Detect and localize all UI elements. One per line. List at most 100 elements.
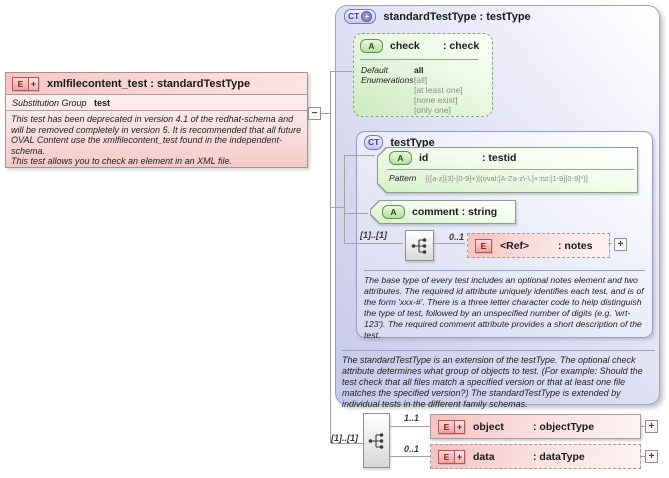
cardinality-label: [1]..[1] <box>360 230 387 240</box>
enumeration-value: [only one] <box>414 105 451 115</box>
complex-type-box-standardTestType[interactable]: CT+ standardTestType : testType A check … <box>335 5 660 409</box>
sequence-compositor[interactable] <box>405 230 434 261</box>
connector-line <box>641 456 645 457</box>
annotation-paragraph: This test allows you to check an element… <box>11 156 232 166</box>
attribute-icon: A <box>389 151 412 165</box>
divider <box>364 270 645 271</box>
connector-line <box>432 243 465 244</box>
element-name: object <box>473 420 504 433</box>
spacer <box>361 95 414 105</box>
ct-icon-letters: CT <box>368 137 380 147</box>
check-facets: Default all Enumerations [all] [at least… <box>361 65 463 115</box>
complex-type-box-testType[interactable]: CT testType A id : testid Pattern [([a- <box>356 131 653 340</box>
cardinality-label: 0..1 <box>449 232 465 242</box>
sequence-icon <box>411 237 426 254</box>
divider <box>387 169 634 170</box>
connector-line <box>331 71 352 72</box>
element-icon-plus: + <box>455 449 465 464</box>
ct-icon-plus: + <box>361 11 373 22</box>
attribute-title-row: A comment : string <box>370 200 516 219</box>
attribute-title-row: A check : check <box>354 34 492 53</box>
attribute-box-id[interactable]: A id : testid Pattern [([a-z]{3}-[0-9]+)… <box>377 147 638 193</box>
connector-line <box>345 155 375 156</box>
collapse-toggle[interactable]: − <box>308 107 321 120</box>
element-box-object[interactable]: E+ object : objectType <box>430 414 641 439</box>
attribute-box-comment[interactable]: A comment : string <box>370 200 516 224</box>
expand-toggle-object[interactable]: + <box>645 420 658 433</box>
pattern-facet: Pattern [([a-z]{3}-[0-9]+)|(oval:[A-Za-z… <box>389 173 588 183</box>
attribute-icon: A <box>360 39 383 53</box>
substitution-group-value: test <box>94 97 111 108</box>
connector-line <box>390 426 430 427</box>
default-label: Default <box>361 65 388 75</box>
element-icon-plus: + <box>29 76 39 91</box>
element-icon: E+ <box>438 419 465 434</box>
element-icon: E+ <box>12 76 39 91</box>
element-name: data <box>473 450 495 463</box>
element-icon-letter: E <box>438 449 455 464</box>
divider <box>360 59 478 60</box>
ct-icon-letters: CT <box>348 11 360 21</box>
complex-type-title: standardTestType : testType <box>383 10 531 23</box>
testtype-documentation: The base type of every test includes an … <box>364 275 644 340</box>
attribute-type: : testid <box>482 152 517 164</box>
element-name: <Ref> <box>500 239 530 252</box>
attribute-box-fill <box>371 201 515 223</box>
default-value: all <box>414 65 424 75</box>
connector-line <box>331 443 363 444</box>
divider <box>342 350 655 351</box>
attribute-name: comment : string <box>412 206 498 218</box>
connector-line <box>321 113 330 114</box>
element-box-notes[interactable]: E <Ref> : notes <box>467 233 610 258</box>
attribute-box-fill <box>378 148 637 192</box>
complex-type-header: CT+ standardTestType : testType <box>344 9 531 24</box>
element-box-xmlfilecontent-test[interactable]: E+ xmlfilecontent_test : standardTestTyp… <box>5 72 308 168</box>
sequence-compositor[interactable] <box>363 413 390 468</box>
attribute-name: id <box>419 152 429 164</box>
pattern-label: Pattern <box>389 173 417 183</box>
cardinality-label: [1]..[1] <box>331 433 358 443</box>
substitution-group-label: Substitution Group <box>12 97 87 108</box>
connector-line <box>331 207 344 208</box>
enumerations-label: Enumerations <box>361 75 414 85</box>
enumeration-value: [at least one] <box>414 85 463 95</box>
element-type: : dataType <box>533 450 585 463</box>
attribute-name: check <box>390 40 420 52</box>
element-icon-letter: E <box>12 76 29 91</box>
connector-line <box>330 71 331 443</box>
element-icon-letter: E <box>475 238 492 253</box>
standardtesttype-documentation: The standardTestType is an extension of … <box>342 355 643 409</box>
element-box-data[interactable]: E+ data : dataType <box>430 444 641 469</box>
element-icon: E <box>475 238 492 253</box>
connector-line <box>344 155 345 244</box>
spacer <box>361 85 414 95</box>
expand-toggle-data[interactable]: + <box>645 450 658 463</box>
attribute-icon: A <box>382 205 405 219</box>
connector-line <box>345 243 403 244</box>
expand-toggle-notes[interactable]: + <box>614 238 627 251</box>
element-annotation: This test has been deprecated in version… <box>6 111 307 170</box>
element-type: : notes <box>558 239 593 252</box>
attribute-content: A id : testid Pattern [([a-z]{3}-[0-9]+)… <box>377 147 638 183</box>
annotation-paragraph: This test has been deprecated in version… <box>11 114 302 156</box>
spacer <box>361 105 414 115</box>
complex-type-icon: CT <box>364 135 384 150</box>
complex-type-icon: CT+ <box>344 9 377 24</box>
cardinality-label: 0..1 <box>404 444 420 454</box>
cardinality-label: 1..1 <box>404 413 420 423</box>
element-icon-plus: + <box>455 419 465 434</box>
element-type: : objectType <box>533 420 595 433</box>
connector-line <box>390 456 430 457</box>
element-title-bar: E+ xmlfilecontent_test : standardTestTyp… <box>6 73 307 95</box>
attribute-box-check[interactable]: A check : check Default all Enumerations… <box>353 33 493 117</box>
attribute-title-row: A id : testid <box>377 147 638 165</box>
pattern-value: [([a-z]{3}-[0-9]+)|(oval:[A-Za-z\-\.]+:t… <box>425 174 588 183</box>
substitution-group-row: Substitution Group test <box>6 95 307 111</box>
connector-line <box>345 213 368 214</box>
sequence-icon <box>368 432 383 449</box>
element-icon-letter: E <box>438 419 455 434</box>
connector-line <box>608 243 612 244</box>
attribute-type: : check <box>443 40 480 52</box>
connector-line <box>641 426 645 427</box>
testtype-header: CT testType <box>364 135 435 150</box>
